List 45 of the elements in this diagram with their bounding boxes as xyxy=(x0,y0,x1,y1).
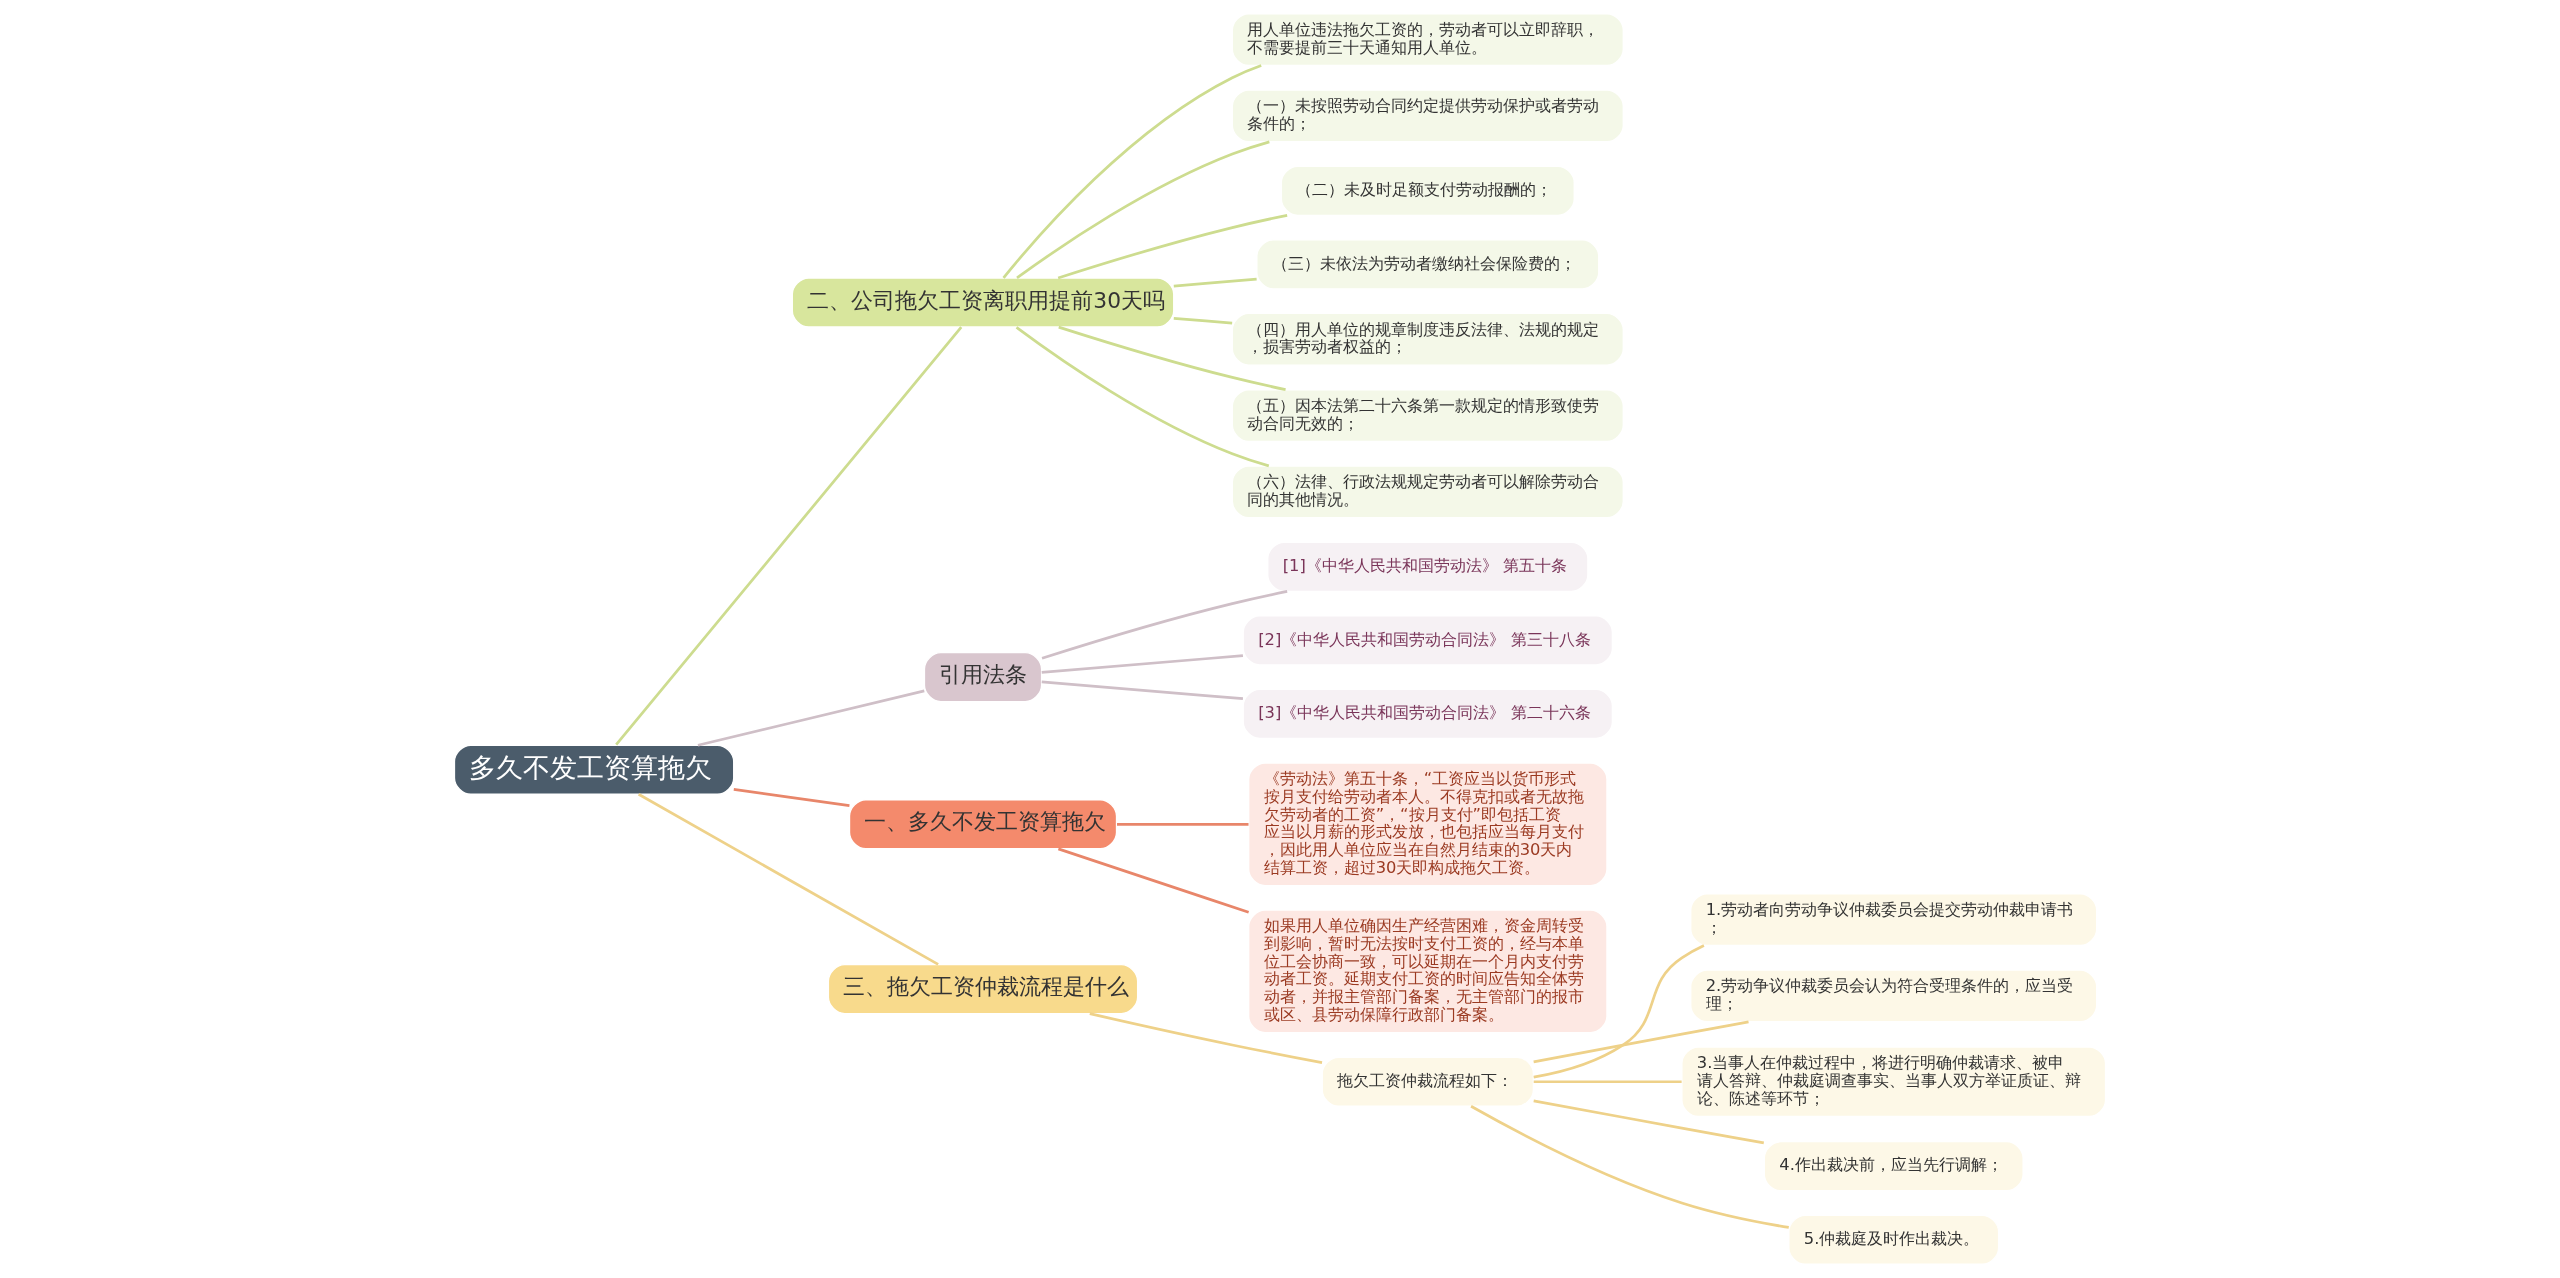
connector xyxy=(1015,326,1270,468)
connector xyxy=(1057,214,1288,280)
connector xyxy=(1041,680,1244,700)
node-box: 一、多久不发工资算拖欠 xyxy=(848,799,1118,850)
node-box: 三、拖欠工资仲裁流程是什么 xyxy=(827,963,1139,1015)
node-box: （六）法律、行政法规规定劳动者可以解除劳动合同的其他情况。 xyxy=(1231,465,1624,519)
connector xyxy=(1533,1080,1682,1084)
connector xyxy=(1117,822,1249,826)
connector xyxy=(1173,316,1233,325)
connector xyxy=(1041,590,1288,660)
node-box: （四）用人单位的规章制度违反法律、法规的规定，损害劳动者权益的； xyxy=(1231,312,1624,366)
node-box: 《劳动法》第五十条，“工资应当以货币形式按月支付给劳动者本人。不得克扣或者无故拖欠劳动者的工资”，“按月支付”即包括工资应当以月薪的形式发放，也包括应当每月支付，因此用人单位应当在自然月结束的30天内结算工资，超过30天即构成拖欠工资。 xyxy=(1248,762,1608,887)
node-box: 拖欠工资仲裁流程如下： xyxy=(1321,1056,1535,1107)
node-box: 5.仲裁庭及时作出裁决。 xyxy=(1788,1214,2000,1265)
connector xyxy=(1041,654,1244,674)
node-box: （三）未依法为劳动者缴纳社会保险费的； xyxy=(1256,239,1600,290)
node-box: [3]《中华人民共和国劳动合同法》 第二十六条 xyxy=(1242,688,1614,740)
node-box: 如果用人单位确因生产经营困难，资金周转受到影响，暂时无法按时支付工资的，经与本单位工会协商一致，可以延期在一个月内支付劳动者工资。延期支付工资的时间应告知全体劳动者，并报主管部门备案，无主管部门的报市或区、县劳动保障行政部门备案。 xyxy=(1248,909,1608,1034)
connector xyxy=(1089,1012,1323,1064)
connector xyxy=(1533,1020,1749,1064)
node-box: [2]《中华人民共和国劳动合同法》 第三十八条 xyxy=(1242,615,1614,666)
connector xyxy=(1533,944,1705,1079)
connector xyxy=(1016,140,1270,280)
node-box: 用人单位违法拖欠工资的，劳动者可以立即辞职，不需要提前三十天通知用人单位。 xyxy=(1231,13,1624,67)
connector xyxy=(1002,64,1262,279)
connector xyxy=(1058,325,1286,391)
connector xyxy=(1173,277,1257,288)
connector xyxy=(733,787,850,807)
node-box: （二）未及时足额支付劳动报酬的； xyxy=(1280,165,1575,216)
node-box: 2.劳动争议仲裁委员会认为符合受理条件的，应当受理； xyxy=(1690,969,2098,1023)
node-box: 二、公司拖欠工资离职用提前30天吗 xyxy=(791,277,1175,328)
node-box: 多久不发工资算拖欠 xyxy=(453,744,735,795)
node-box: [1]《中华人民共和国劳动法》 第五十条 xyxy=(1267,541,1589,592)
connector xyxy=(697,689,925,747)
node-box: 1.劳动者向劳动争议仲裁委员会提交劳动仲裁申请书； xyxy=(1690,893,2098,947)
node-box: （一）未按照劳动合同约定提供劳动保护或者劳动条件的； xyxy=(1231,89,1624,143)
connector xyxy=(615,326,963,746)
connector xyxy=(1533,1099,1765,1145)
connector xyxy=(1470,1105,1789,1229)
connector xyxy=(637,793,939,966)
node-box: （五）因本法第二十六条第一款规定的情形致使劳动合同无效的； xyxy=(1231,389,1624,443)
connector xyxy=(1057,847,1250,914)
node-box: 4.作出裁决前，应当先行调解； xyxy=(1763,1141,2024,1192)
node-box: 引用法条 xyxy=(923,651,1043,703)
node-box: 3.当事人在仲裁过程中，将进行明确仲裁请求、被申请人答辩、仲裁庭调查事实、当事人双方举证质证、辩论、陈述等环节； xyxy=(1681,1046,2107,1118)
